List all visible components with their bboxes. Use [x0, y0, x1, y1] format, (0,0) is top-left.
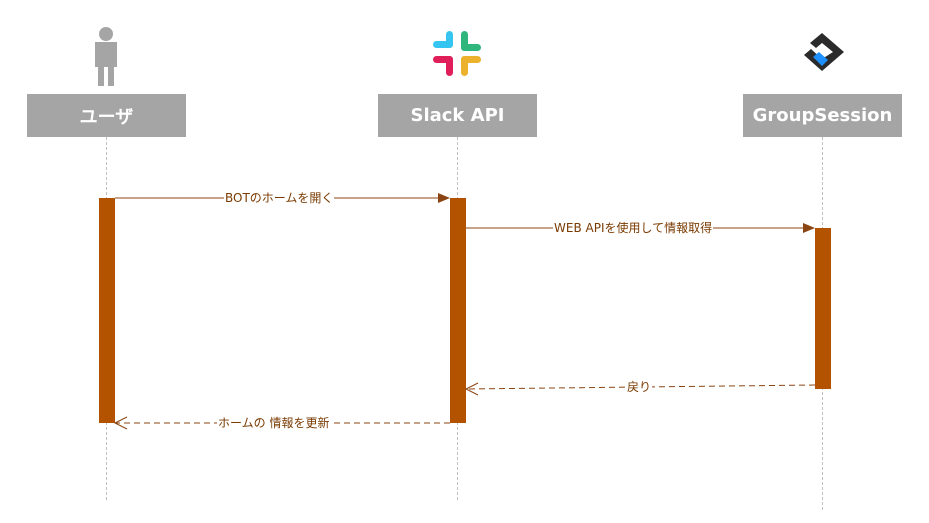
actor-groupsession-label: GroupSession [752, 105, 893, 126]
slack-logo [433, 31, 481, 76]
message-label-m1: BOTのホームを開く [224, 191, 335, 205]
actor-user-label: ユーザ [79, 106, 134, 128]
actor-slack-api-label: Slack API [410, 105, 505, 126]
activation-slack-api [450, 198, 466, 423]
actor-user: ユーザ [27, 94, 186, 137]
message-arrow-m4 [113, 416, 450, 430]
message-label-m3: 戻り [626, 380, 653, 394]
person-icon [95, 27, 117, 86]
actor-groupsession: GroupSession [743, 94, 902, 137]
activation-user [99, 198, 115, 423]
activation-groupsession [815, 228, 831, 389]
message-label-m4: ホームの 情報を更新 [217, 416, 331, 430]
groupsession-logo [804, 33, 844, 71]
actor-slack-api: Slack API [378, 94, 537, 137]
message-label-m2: WEB APIを使用して情報取得 [553, 221, 714, 235]
